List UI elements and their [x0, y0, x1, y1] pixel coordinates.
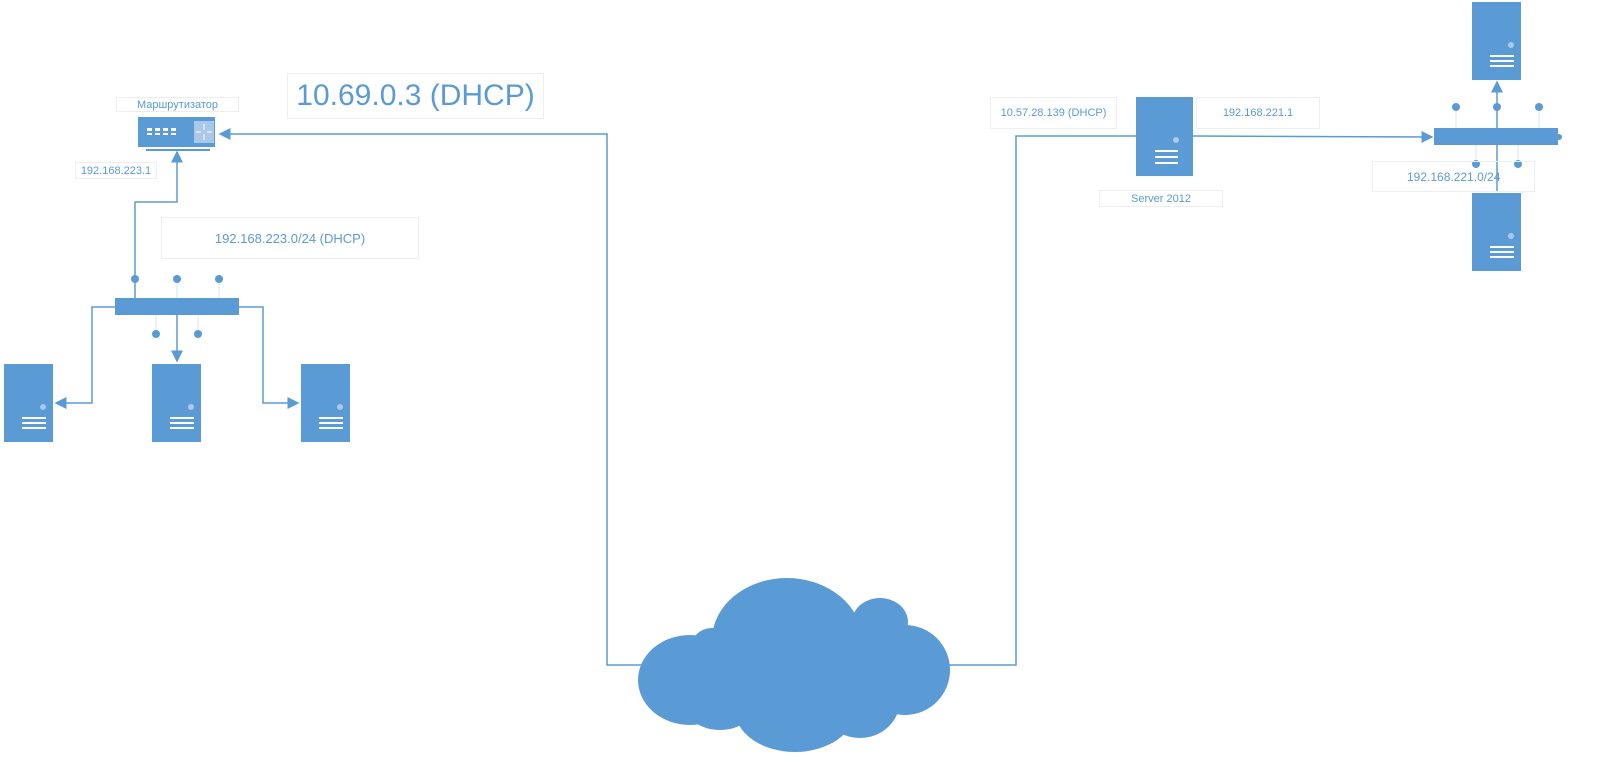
router-lan-ip-label: 192.168.223.1	[75, 162, 157, 179]
server-lan-ip-label: 192.168.221.1	[1196, 97, 1320, 129]
switch-to-router-link	[134, 150, 183, 298]
switch-icon	[1434, 103, 1562, 168]
switch-to-server-right-link	[239, 306, 300, 409]
connection-lines	[54, 80, 1503, 666]
switch-to-server-left-link	[54, 306, 115, 409]
router-label: Маршрутизатор	[116, 97, 239, 112]
server-icon	[4, 364, 53, 442]
cloud-icon	[638, 578, 950, 752]
server-icon	[301, 364, 350, 442]
server-icon	[152, 364, 201, 442]
server-wan-ip-label: 10.57.28.139 (DHCP)	[990, 97, 1117, 129]
router-wan-ip-label: 10.69.0.3 (DHCP)	[287, 73, 544, 119]
right-subnet-label: 192.168.221.0/24	[1372, 161, 1535, 192]
switch-icon	[115, 275, 239, 338]
server-icon	[1472, 2, 1521, 80]
left-subnet-label: 192.168.223.0/24 (DHCP)	[161, 217, 419, 259]
cloud-to-router-link	[218, 128, 645, 666]
router-icon	[138, 117, 215, 151]
server-icon	[1472, 193, 1521, 271]
server-name-label: Server 2012	[1099, 190, 1223, 207]
server-icon	[1136, 97, 1193, 176]
cloud-to-server2012-link	[948, 135, 1136, 666]
server2012-to-switch-link	[1192, 130, 1434, 143]
